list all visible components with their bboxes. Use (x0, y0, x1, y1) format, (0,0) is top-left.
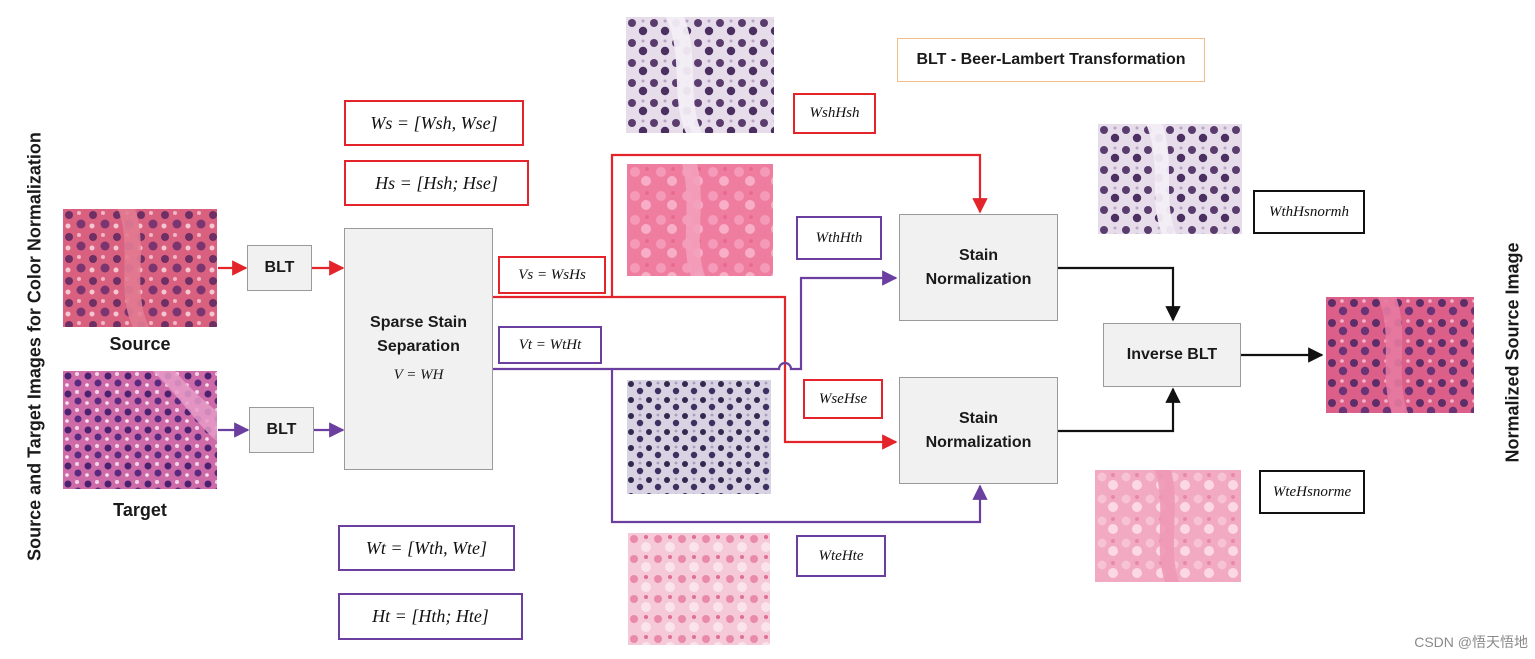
sparse-stain-separation-box: Sparse Stain Separation V = WH (344, 228, 493, 470)
purple-wire-vt-lower (610, 369, 988, 524)
target-image (63, 371, 217, 489)
source-caption: Source (109, 334, 171, 354)
target-caption: Target (113, 500, 167, 520)
left-vertical-title: Source and Target Images for Color Norma… (24, 132, 45, 561)
inverse-blt-box: Inverse BLT (1103, 323, 1241, 387)
stain-normalization-bottom-box: Stain Normalization (899, 377, 1058, 484)
eq-ht: Ht = [Hth; Hte] (338, 593, 523, 640)
eq-wt-h-ht-h: WthHth (796, 216, 882, 260)
watermark: CSDN @悟天悟地 (1414, 634, 1528, 650)
normalized-source-image (1326, 297, 1474, 413)
source-image (63, 209, 217, 327)
eq-normalized-h: WthHsnormh (1253, 190, 1365, 234)
separation-formula: V = WH (393, 367, 444, 383)
eq-hs: Hs = [Hsh; Hse] (344, 160, 529, 206)
eq-vt: Vt = WtHt (498, 326, 602, 364)
red-wire-vs (493, 153, 988, 299)
source-hematoxylin-image (626, 17, 774, 133)
black-wire-top (1058, 266, 1181, 322)
eq-ws-h-hs-h: WshHsh (793, 93, 876, 134)
eq-ws: Ws = [Wsh, Wse] (344, 100, 524, 146)
stain-normalization-bottom-label: Stain Normalization (925, 409, 1032, 451)
eq-wt: Wt = [Wth, Wte] (338, 525, 515, 571)
source-eosin-image (627, 164, 773, 276)
stain-normalization-top-box: Stain Normalization (899, 214, 1058, 321)
eq-wt-e-ht-e: WteHte (796, 535, 886, 577)
separation-title: Sparse Stain Separation (370, 314, 467, 355)
black-wire-bottom (1058, 387, 1181, 433)
target-eosin-image (628, 533, 770, 645)
normalized-hematoxylin-image (1098, 124, 1242, 234)
legend-box: BLT - Beer-Lambert Transformation (897, 38, 1205, 82)
right-vertical-title: Normalized Source Image (1502, 242, 1523, 463)
blt-source-box: BLT (247, 245, 312, 291)
normalized-eosin-image (1095, 470, 1241, 582)
eq-vs: Vs = WsHs (498, 256, 606, 294)
blt-target-box: BLT (249, 407, 314, 453)
stain-normalization-top-label: Stain Normalization (925, 246, 1032, 288)
target-hematoxylin-image (627, 380, 771, 494)
eq-ws-e-hs-e: WseHse (803, 379, 883, 419)
red-wire-vs-lower (612, 295, 898, 450)
purple-wire-vt (493, 270, 898, 371)
eq-normalized-e: WteHsnorme (1259, 470, 1365, 514)
